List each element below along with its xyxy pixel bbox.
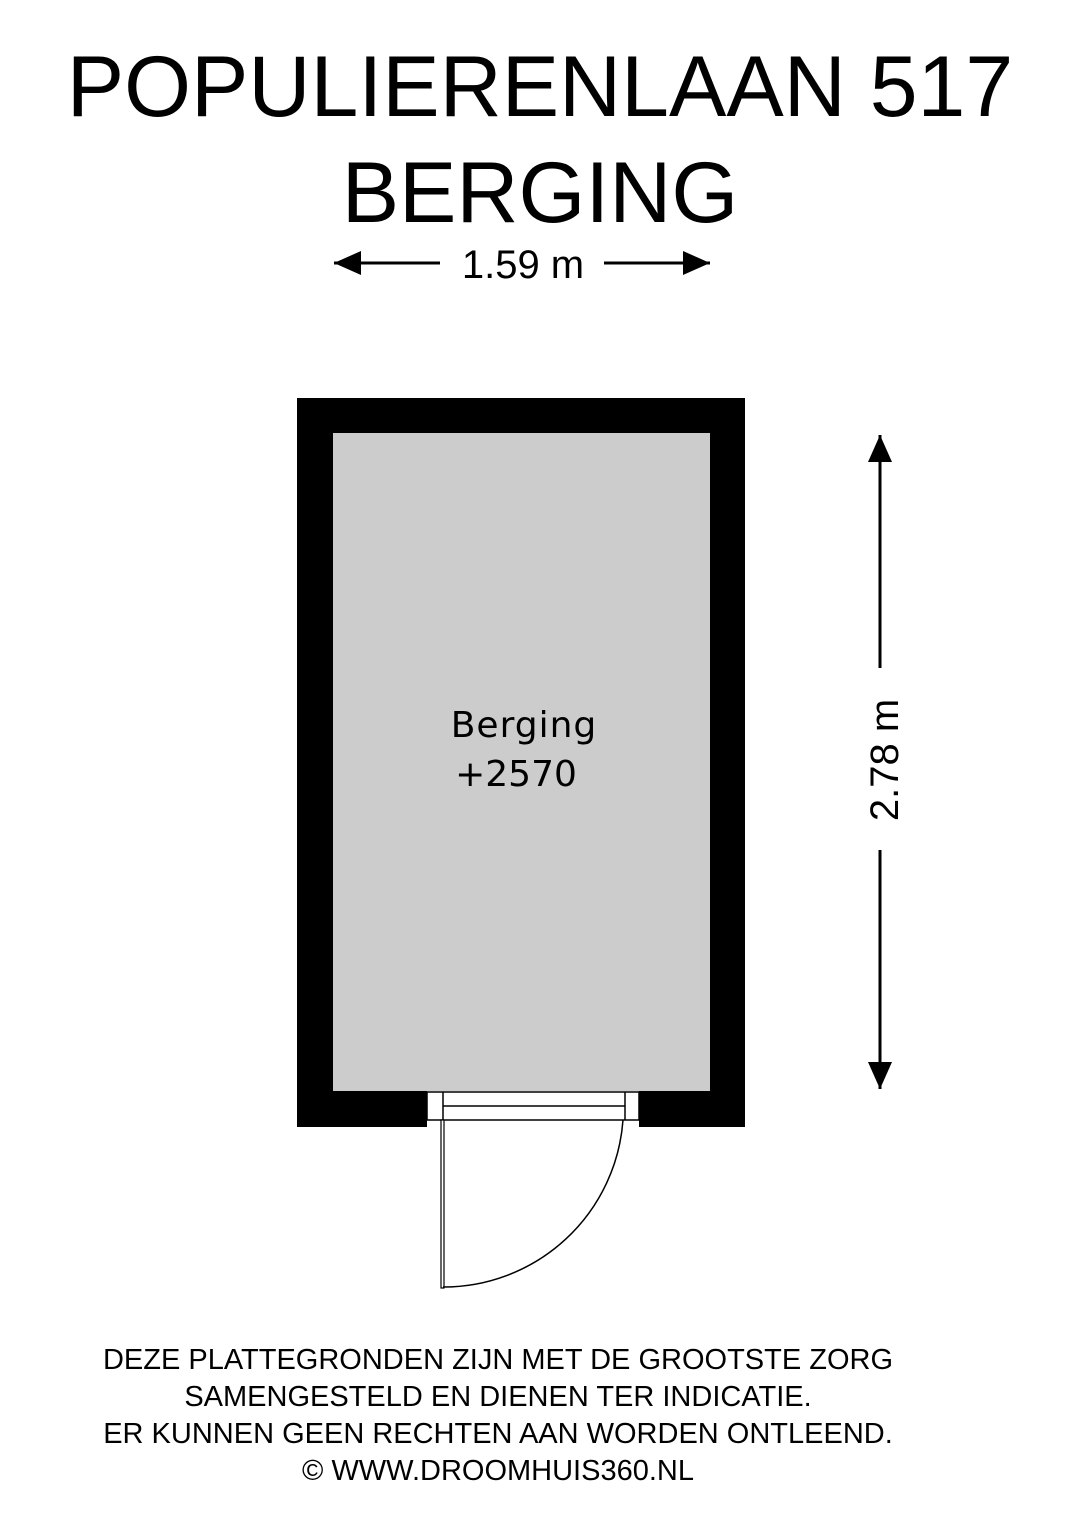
door	[440, 1119, 624, 1289]
room-floor	[333, 433, 710, 1091]
disclaimer-line: ER KUNNEN GEEN RECHTEN AAN WORDEN ONTLEE…	[103, 1418, 893, 1450]
depth-dimension: 2.78 m	[863, 435, 907, 1089]
door-swing-arc	[442, 1119, 624, 1288]
width-dimension: 1.59 m	[334, 243, 710, 287]
door-leaf	[440, 1119, 445, 1289]
plan-address-title: POPULIERENLAAN 517	[66, 39, 1014, 135]
depth-dimension-label: 2.78 m	[863, 699, 907, 821]
disclaimer: DEZE PLATTEGRONDEN ZIJN MET DE GROOTSTE …	[0, 1342, 996, 1490]
room-level: +2570	[455, 754, 577, 795]
disclaimer-line: SAMENGESTELD EN DIENEN TER INDICATIE.	[184, 1381, 812, 1413]
copyright-line: © WWW.DROOMHUIS360.NL	[302, 1455, 694, 1487]
room-name: Berging	[451, 705, 598, 746]
disclaimer-line: DEZE PLATTEGRONDEN ZIJN MET DE GROOTSTE …	[102, 1344, 894, 1376]
width-dimension-label: 1.59 m	[462, 243, 584, 287]
plan-floor-title: BERGING	[341, 145, 739, 241]
room-berging: Berging +2570	[297, 398, 745, 1127]
